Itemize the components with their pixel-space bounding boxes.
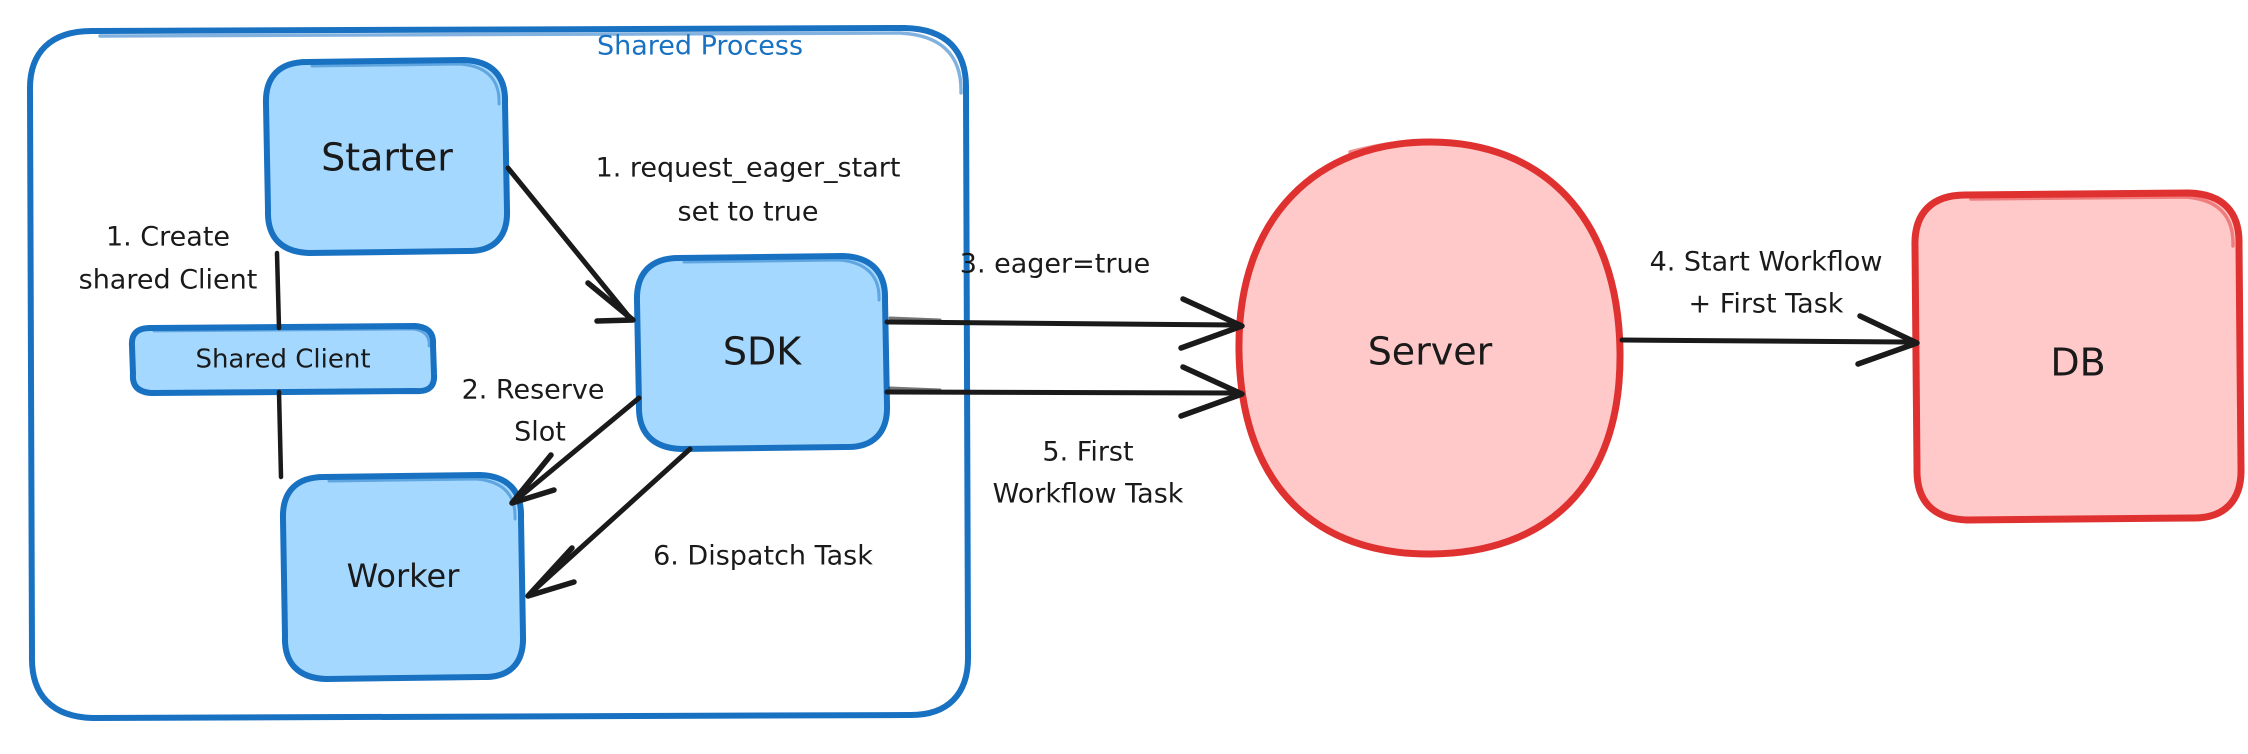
first-workflow-task-arrowhead (1178, 364, 1245, 419)
edge-label-create-shared-client-line1: 1. Create (106, 222, 230, 253)
edge-dispatch-task: 6. Dispatch Task (525, 446, 873, 599)
dispatch-task-arrowhead (525, 545, 577, 599)
shared-client-shape-overdraw (152, 327, 431, 348)
starter-shape (262, 57, 511, 256)
starter-to-shared-client-line (274, 250, 282, 331)
sdk-label: SDK (723, 330, 802, 374)
node-worker[interactable]: Worker (279, 472, 527, 682)
edge-label-dispatch-task: 6. Dispatch Task (653, 541, 873, 572)
server-label: Server (1368, 330, 1493, 374)
node-db[interactable]: DB (1911, 189, 2245, 524)
edge-label-request-eager-start-line2: set to true (678, 197, 819, 228)
sdk-shape-overdraw (682, 258, 881, 302)
edge-label-first-workflow-task-line1: 5. First (1042, 437, 1133, 468)
request-eager-start-arrowhead (585, 280, 636, 324)
edge-eager-true: 3. eager=true (884, 249, 1245, 351)
edge-label-request-eager-start-line1: 1. request_eager_start (596, 153, 901, 184)
edge-label-start-workflow-first-task-line2: + First Task (1689, 289, 1844, 320)
eager-true-arrowhead (1178, 296, 1245, 351)
request-eager-start-line (505, 165, 633, 321)
edge-label-create-shared-client-line2: shared Client (79, 265, 258, 296)
db-label: DB (2050, 341, 2105, 385)
eager-true-line (884, 319, 1241, 328)
server-shape-overdraw (1348, 140, 1434, 154)
shared-process-group: Shared Process (26, 25, 972, 721)
eager-true-line-overdraw (888, 316, 942, 322)
shared-client-label: Shared Client (195, 345, 370, 375)
first-workflow-task-line (884, 389, 1241, 396)
edge-reserve-slot: 2. Reserve Slot (462, 375, 642, 506)
edge-label-reserve-slot-line2: Slot (514, 417, 566, 448)
reserve-slot-line (513, 395, 642, 503)
edge-first-workflow-task: 5. First Workflow Task (884, 364, 1245, 510)
edge-request-eager-start: 1. request_eager_start set to true (505, 153, 901, 324)
node-sdk[interactable]: SDK (633, 253, 891, 452)
db-shape-overdraw (1969, 195, 2235, 248)
node-server[interactable]: Server (1235, 138, 1624, 558)
sdk-shape (633, 253, 891, 452)
shared-process-border (26, 25, 972, 721)
first-workflow-task-line-overdraw (888, 386, 942, 392)
start-workflow-first-task-arrowhead (1855, 313, 1920, 367)
reserve-slot-arrowhead (509, 452, 557, 506)
server-shape (1235, 138, 1624, 558)
shared-client-shape (128, 323, 438, 396)
edge-label-reserve-slot-line1: 2. Reserve (462, 375, 605, 406)
node-shared-client[interactable]: Shared Client (128, 323, 438, 396)
shared-process-label: Shared Process (597, 31, 803, 62)
edge-label-first-workflow-task-line2: Workflow Task (993, 479, 1184, 510)
worker-label: Worker (347, 557, 461, 595)
starter-shape-overdraw (310, 62, 501, 106)
edge-label-start-workflow-first-task-line1: 4. Start Workflow (1650, 247, 1883, 278)
starter-label: Starter (321, 136, 453, 180)
edge-label-eager-true: 3. eager=true (960, 249, 1150, 280)
edge-start-workflow-first-task: 4. Start Workflow + First Task (1619, 247, 1920, 367)
worker-shape-overdraw (327, 477, 517, 521)
dispatch-task-line (529, 446, 693, 595)
shared-client-to-worker-line (276, 389, 284, 480)
start-workflow-first-task-line (1619, 337, 1916, 345)
shared-process-border-overdraw (98, 31, 963, 95)
edge-create-shared-client: 1. Create shared Client (79, 222, 284, 480)
node-starter[interactable]: Starter (262, 57, 511, 256)
db-shape (1911, 189, 2245, 524)
